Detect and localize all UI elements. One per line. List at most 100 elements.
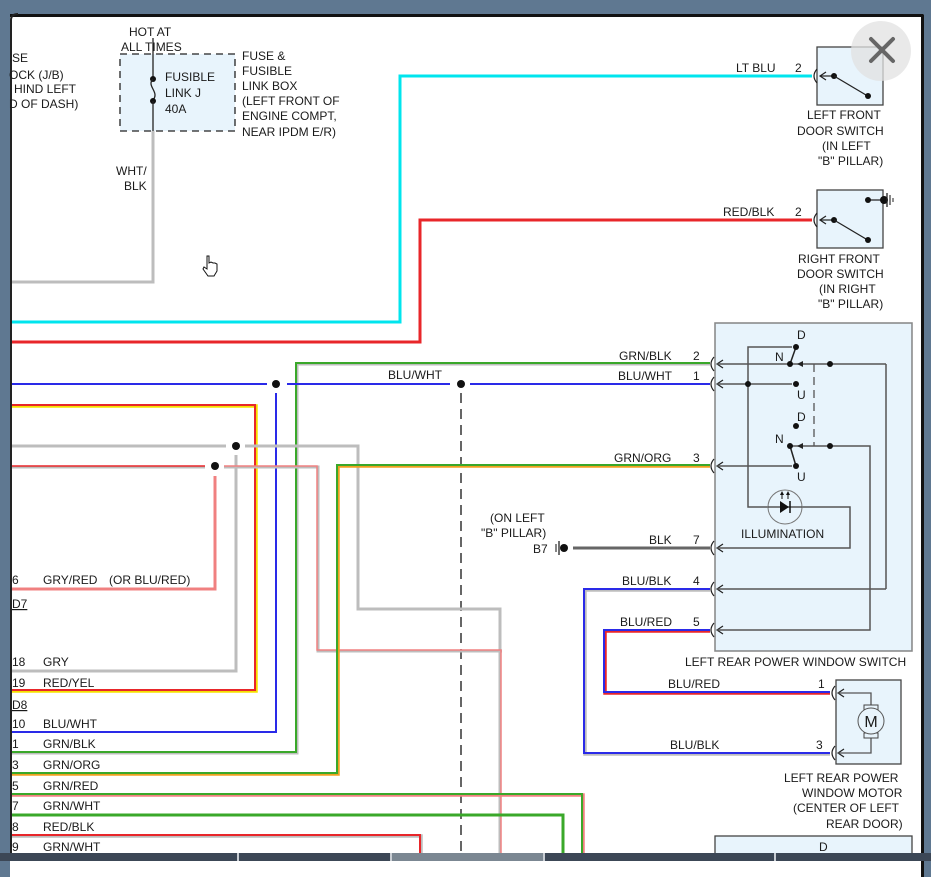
connector-icon (710, 458, 715, 474)
fusible-link-icon (150, 78, 156, 101)
contact-u: U (797, 470, 806, 484)
splice-node (272, 380, 280, 388)
wire-label: BLU/WHT (618, 369, 673, 383)
bottom-tab[interactable] (239, 853, 393, 861)
lf-switch-label: (IN LEFT (822, 139, 871, 153)
pin-wire: GRY (43, 655, 69, 669)
pin-label: 2 (795, 61, 802, 75)
pin-note: (OR BLU/RED) (109, 573, 190, 587)
wht-blk-label: WHT/ (116, 164, 147, 178)
led-light-arrow-head (780, 491, 784, 495)
connector-icon (813, 68, 818, 84)
bottom-tab[interactable] (0, 853, 240, 861)
connector-id: D7 (12, 597, 28, 611)
pin-label: 5 (693, 615, 700, 629)
motor-label: LEFT REAR POWER (784, 771, 899, 785)
mid-wire-label: BLU/WHT (388, 368, 443, 382)
motor-icon (857, 707, 885, 735)
wire-grn-org-stripe (12, 464, 710, 776)
pin-label: 2 (795, 205, 802, 219)
connector-icon (831, 685, 836, 701)
pin-label: 4 (693, 574, 700, 588)
close-button[interactable] (851, 21, 911, 81)
switch-arm (789, 346, 797, 365)
contact-n: N (775, 432, 784, 446)
wire-gry (245, 444, 502, 861)
right-front-door-switch (816, 189, 884, 249)
pin-number: 3 (12, 758, 19, 772)
wire-gry-red-shadow (224, 465, 502, 653)
wire-label: LT BLU (736, 61, 776, 75)
pin-label: 1 (818, 677, 825, 691)
illumination-label: ILLUMINATION (741, 527, 824, 541)
wire-gry-red-branch (12, 476, 217, 591)
fuse-box-label: (LEFT FRONT OF (242, 94, 340, 108)
wire-label: BLU/BLK (622, 574, 671, 588)
wire-label: BLU/RED (668, 677, 720, 691)
bottom-tab[interactable] (545, 853, 776, 861)
lf-switch-label: DOOR SWITCH (797, 124, 884, 138)
arrow-icon (797, 361, 803, 367)
close-icon (869, 37, 895, 63)
fuse-box-label: FUSIBLE (242, 64, 292, 78)
wire-grn-wht (12, 813, 565, 861)
fuse-name-2: LINK J (165, 86, 201, 100)
wire-red-yel (12, 404, 256, 691)
pin-number: 8 (12, 820, 19, 834)
fuse-rating: 40A (165, 102, 186, 116)
wire-label: BLU/RED (620, 615, 672, 629)
left-connector-list: 6 GRY/RED (OR BLU/RED) D7 18 GRY 19 RED/… (12, 573, 190, 854)
motor-label: REAR DOOR) (826, 817, 903, 831)
wire-label: BLK (649, 533, 672, 547)
contact-u: U (797, 388, 806, 402)
pin-label: 7 (693, 533, 700, 547)
pin-label: 2 (693, 349, 700, 363)
switch-arm (833, 219, 867, 240)
pin-wire: GRN/BLK (43, 737, 96, 751)
pin-wire: GRY/RED (43, 573, 98, 587)
ground-node (880, 196, 888, 204)
switch-node (865, 197, 871, 203)
wire-blu-red (603, 629, 830, 693)
fuse-name-1: FUSIBLE (165, 70, 215, 84)
ground-label: "B" PILLAR) (481, 526, 546, 540)
fuse-box (119, 53, 236, 132)
lf-switch-label: LEFT FRONT (807, 108, 881, 122)
ground-id: B7 (533, 542, 548, 556)
wire-red-yel-stripe (12, 404, 258, 693)
bottom-tab[interactable] (776, 853, 931, 861)
fuse-box-label: LINK BOX (242, 79, 297, 93)
hand-cursor-icon (202, 255, 218, 277)
wire-red-blk (12, 218, 812, 344)
wire-label: RED/BLK (723, 205, 774, 219)
pin-number: 10 (12, 717, 26, 731)
wire-wht-blk (12, 131, 155, 284)
switch-arm (833, 75, 867, 96)
connector-icon (710, 376, 715, 392)
pin-number: 18 (12, 655, 26, 669)
bottom-tab-active[interactable] (392, 853, 546, 861)
ground-node (560, 544, 568, 552)
motor-label: WINDOW MOTOR (802, 786, 903, 800)
led-diode-icon (780, 501, 789, 513)
bottom-tab-bar (0, 853, 931, 861)
rf-switch-label: RIGHT FRONT (798, 252, 880, 266)
fuse-box-label: NEAR IPDM E/R) (242, 125, 336, 139)
hot-label-2: ALL TIMES (121, 40, 182, 54)
wire-label: BLU/BLK (670, 738, 719, 752)
wht-blk-label: BLK (124, 179, 147, 193)
pin-wire: RED/YEL (43, 676, 95, 690)
lf-switch-label: "B" PILLAR) (818, 154, 883, 168)
contact-d: D (797, 410, 806, 424)
pin-wire: GRN/WHT (43, 799, 101, 813)
motor-lead (838, 692, 872, 705)
left-rear-window-switch (714, 322, 913, 652)
jb-label: D OF DASH) (9, 97, 78, 111)
wire-grn-org (12, 464, 710, 774)
fuse-box-label: ENGINE COMPT, (242, 109, 337, 123)
contact-d: D (797, 328, 806, 342)
pin-number: 9 (12, 840, 19, 854)
pin-wire: GRN/WHT (43, 840, 101, 854)
wire-gry-red (224, 465, 502, 861)
pin-label: 3 (816, 738, 823, 752)
